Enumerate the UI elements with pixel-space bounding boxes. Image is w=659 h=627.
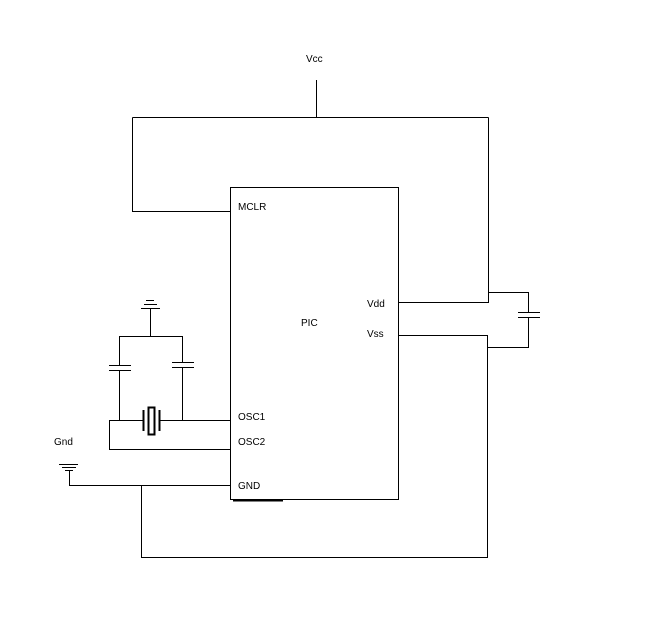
pic-label: PIC <box>301 318 318 329</box>
decap-bottom-lead <box>487 318 529 348</box>
gnd-wire <box>69 471 230 486</box>
osc2-wire <box>109 420 230 450</box>
vdd-wire <box>398 117 489 303</box>
decap-top-lead <box>488 292 529 312</box>
osc2-pin-label: OSC2 <box>238 437 266 448</box>
vss-return-wire <box>141 335 488 558</box>
gnd-external-label: Gnd <box>54 437 73 448</box>
gnd-pin-label: GND <box>238 481 260 492</box>
vdd-pin-label: Vdd <box>367 299 385 310</box>
vss-pin-label: Vss <box>367 329 384 340</box>
osc1-pin-label: OSC1 <box>238 412 266 423</box>
pic-chip-body <box>230 187 399 500</box>
mclr-wire <box>132 117 230 212</box>
crystal-body <box>147 406 156 436</box>
mclr-pin-label: MCLR <box>238 202 266 213</box>
vcc-label: Vcc <box>306 54 323 65</box>
